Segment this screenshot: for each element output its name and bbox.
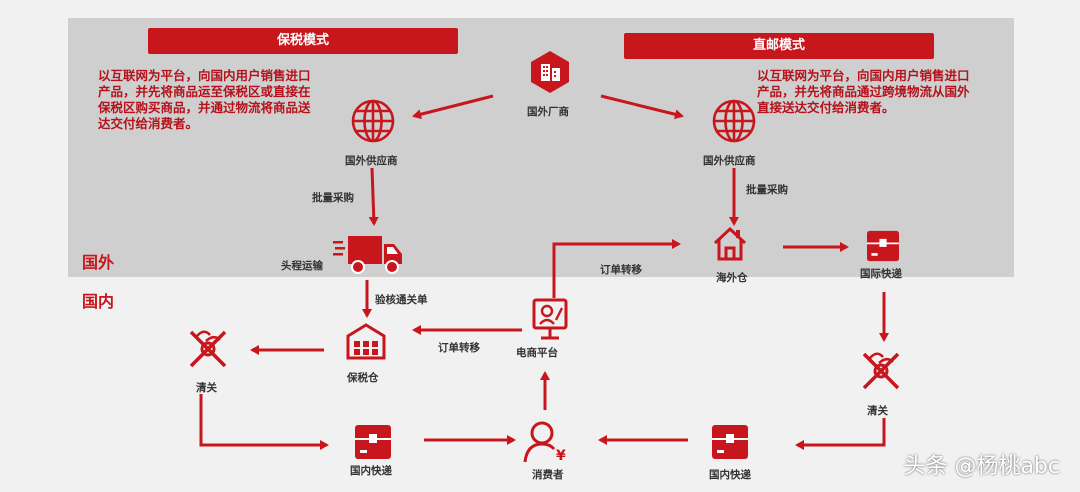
warehouse-icon xyxy=(345,322,387,364)
desc-line: 产品，并先将商品运至保税区或直接在 xyxy=(98,84,311,99)
region-label-abroad: 国外 xyxy=(82,253,115,272)
edge-label-bulk-purchase-left: 批量采购 xyxy=(312,192,354,204)
node-label-customs-right: 清关 xyxy=(867,405,888,417)
node-label-ecommerce: 电商平台 xyxy=(516,347,558,359)
arrow-customs-to-express-left xyxy=(199,394,329,450)
node-label-customs-left: 清关 xyxy=(196,382,217,394)
globe-icon xyxy=(711,98,757,148)
customs-icon xyxy=(187,326,231,374)
user-yen-icon: ¥ xyxy=(523,420,569,468)
arrow-supplier-left-to-transport xyxy=(368,167,379,226)
node-label-supplier-left: 国外供应商 xyxy=(345,155,398,167)
edge-label-bulk-purchase-right: 批量采购 xyxy=(746,184,788,196)
bonded-mode-description: 以互联网为平台，向国内用户销售进口 产品，并先将商品运至保税区或直接在 保税区购… xyxy=(98,68,311,132)
arrow-ecommerce-to-overseas-warehouse xyxy=(552,239,681,298)
watermark: 头条 @杨桃abc xyxy=(903,454,1060,479)
globe-icon xyxy=(350,98,396,148)
arrow-manufacturer-to-supplier-right xyxy=(600,94,684,120)
node-label-domestic-express-right: 国内快递 xyxy=(709,469,751,481)
desc-line: 直接送达交付给消费者。 xyxy=(757,100,895,115)
node-label-intl-express: 国际快递 xyxy=(860,268,902,280)
node-label-overseas-warehouse: 海外仓 xyxy=(716,272,748,284)
node-label-supplier-right: 国外供应商 xyxy=(703,155,756,167)
bonded-mode-header: 保税模式 xyxy=(148,28,458,54)
customs-icon xyxy=(860,348,904,396)
svg-text:¥: ¥ xyxy=(556,448,566,464)
box-icon xyxy=(711,424,749,464)
box-icon xyxy=(866,230,900,266)
desc-line: 产品，并先将商品通过跨境物流从国外 xyxy=(757,84,970,99)
box-icon xyxy=(354,424,392,464)
region-label-domestic: 国内 xyxy=(82,292,115,311)
monitor-icon xyxy=(532,298,568,344)
desc-line: 保税区购买商品，并通过物流将商品送 xyxy=(98,100,311,115)
node-label-bonded-warehouse: 保税仓 xyxy=(347,372,379,384)
node-label-domestic-express-left: 国内快递 xyxy=(350,465,392,477)
arrow-manufacturer-to-supplier-left xyxy=(412,94,494,120)
house-icon xyxy=(712,226,748,266)
node-label-transport: 头程运输 xyxy=(281,260,323,272)
node-label-manufacturer: 国外厂商 xyxy=(527,106,569,118)
node-label-consumer: 消费者 xyxy=(532,469,564,481)
direct-mode-header: 直邮模式 xyxy=(624,33,934,59)
arrow-customs-right-to-express xyxy=(795,418,886,450)
edge-label-inspection: 验核通关单 xyxy=(375,294,428,306)
desc-line: 以互联网为平台，向国内用户销售进口 xyxy=(98,68,311,83)
edge-label-order-transfer-right: 订单转移 xyxy=(600,264,642,276)
desc-line: 以互联网为平台，向国内用户销售进口 xyxy=(757,68,970,83)
direct-mode-description: 以互联网为平台，向国内用户销售进口 产品，并先将商品通过跨境物流从国外 直接送达… xyxy=(757,68,970,116)
edge-label-order-transfer-left: 订单转移 xyxy=(438,342,480,354)
truck-icon xyxy=(333,234,405,280)
desc-line: 达交付给消费者。 xyxy=(98,116,199,131)
building-icon xyxy=(528,50,572,98)
